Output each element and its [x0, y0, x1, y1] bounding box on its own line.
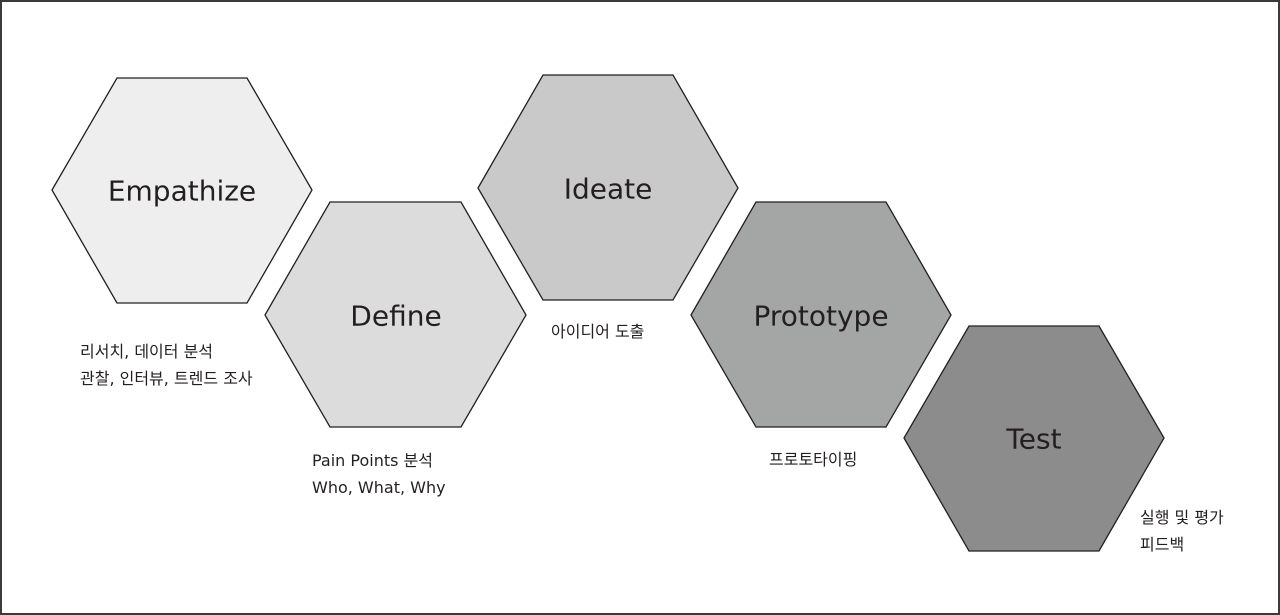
stage-title-empathize: Empathize [107, 174, 257, 208]
description-line: Who, What, Why [312, 478, 446, 497]
stage-description-prototype: 프로토타이핑 [769, 446, 857, 473]
description-line: 아이디어 도출 [551, 322, 645, 341]
stage-title-prototype: Prototype [753, 299, 889, 333]
stage-title-ideate: Ideate [563, 172, 653, 206]
description-line: 프로토타이핑 [769, 450, 858, 469]
hexagon-empathize [51, 77, 313, 304]
hexagon-prototype [690, 201, 952, 428]
stage-title-define: Define [350, 299, 442, 333]
description-line: 관찰, 인터뷰, 트렌드 조사 [80, 369, 253, 388]
description-line: 피드백 [1140, 535, 1185, 554]
stage-description-ideate: 아이디어 도출 [551, 318, 644, 345]
stage-title-test: Test [1006, 422, 1062, 456]
description-line: Pain Points 분석 [312, 451, 433, 470]
hexagon-test [903, 325, 1165, 552]
description-line: 실행 및 평가 [1140, 508, 1224, 527]
stage-description-test: 실행 및 평가 피드백 [1140, 504, 1224, 558]
hexagon-ideate [477, 74, 739, 301]
description-line: 리서치, 데이터 분석 [80, 342, 214, 361]
stage-description-empathize: 리서치, 데이터 분석 관찰, 인터뷰, 트렌드 조사 [80, 338, 253, 392]
stage-description-define: Pain Points 분석 Who, What, Why [312, 447, 446, 501]
hexagon-define [264, 201, 527, 428]
